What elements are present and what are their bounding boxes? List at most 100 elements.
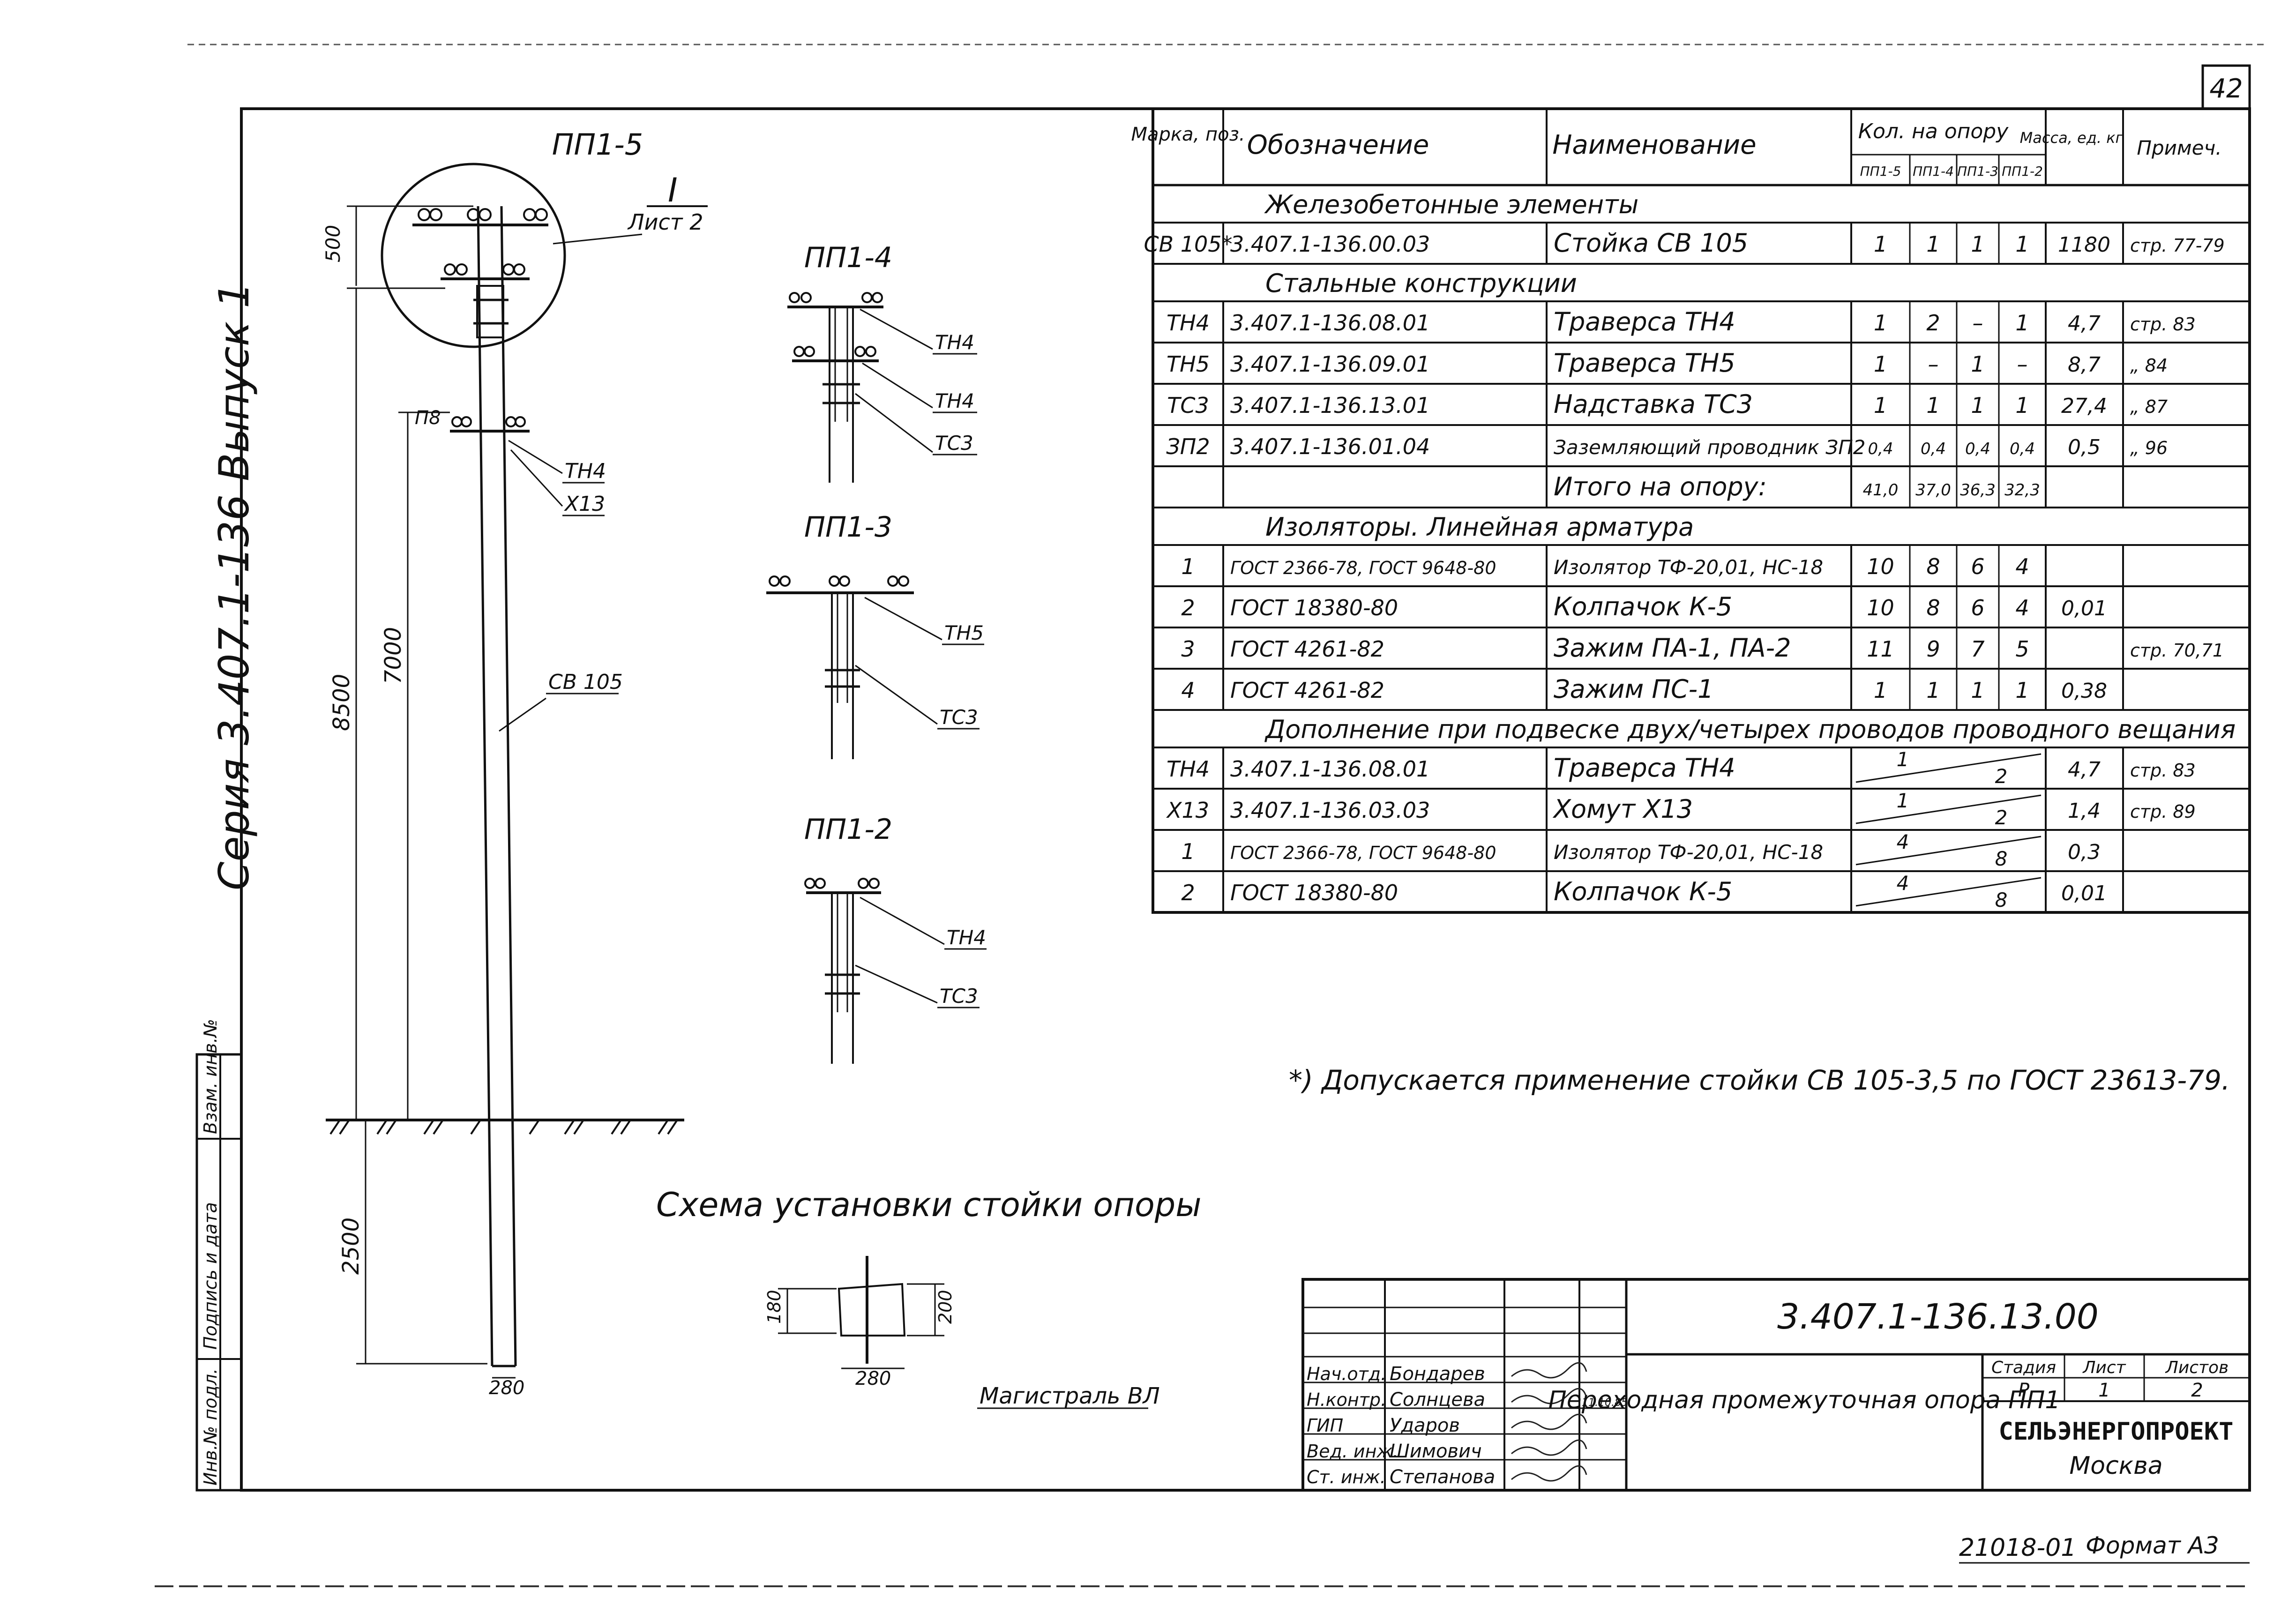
row-designation: 3.407.1-136.09.01 [1230,351,1430,377]
specification-table: Марка, поз. Обозначение Наименование Кол… [1131,107,2251,914]
row-name: Колпачок К-5 [1554,592,1732,621]
pp1-4-label-tc3: ТС3 [935,432,973,455]
row-qty: 8 [1926,554,1940,579]
left-stamp: Инв.№ подл. Подпись и дата Взам. инв.№ [195,1019,243,1492]
row-name: Хомут Х13 [1552,794,1693,824]
pp1-4-title: ПП1-4 [804,241,892,274]
row-qty: 32,3 [2004,481,2040,500]
row-qty: 1 [1874,393,1887,418]
row-name: Траверса ТН4 [1554,753,1735,783]
row-mark: Х13 [1166,798,1209,823]
scheme-dim-180: 180 [764,1290,785,1324]
doc-code: 3.407.1-136.13.00 [1777,1297,2099,1337]
org-name: СЕЛЬЭНЕРГОПРОЕКТ [1999,1418,2234,1446]
scheme-title: Схема установки стойки опоры [656,1186,1202,1224]
row-qty: 7 [1971,636,1984,662]
row-designation: 3.407.1-136.08.01 [1230,310,1430,336]
row-mark: ТС3 [1167,393,1209,418]
row-qty: 5 [2015,636,2029,662]
signature-mark [1511,1362,1587,1379]
sheet-value: 1 [2098,1380,2110,1401]
row-qty-numerator: 1 [1897,789,1909,812]
row-note: стр. 89 [2130,801,2196,822]
drawing-pp1-5: ПП1-5 I Лист 2 П8 ТН4 Х13 [322,127,708,1399]
row-mass: 0,01 [2061,881,2107,905]
hdr-name: Наименование [1552,130,1756,160]
row-name: Изолятор ТФ-20,01, НС-18 [1554,556,1823,579]
signer-name: Солнцева [1390,1389,1485,1411]
stage-value: Р [2018,1380,2030,1401]
row-designation: 3.407.1-136.13.01 [1230,393,1430,418]
row-mass: 27,4 [2061,394,2107,418]
row-designation: 3.407.1-136.03.03 [1230,798,1430,823]
row-qty: – [1973,310,1983,336]
detail-circle [381,163,566,348]
row-name: Изолятор ТФ-20,01, НС-18 [1554,841,1823,864]
row-qty: 2 [1926,310,1940,336]
row-note: „ 84 [2130,355,2168,376]
row-name: Заземляющий проводник ЗП2 [1554,436,1866,459]
signature-mark [1511,1439,1587,1456]
row-qty: 4 [2015,554,2029,579]
pp1-3-title: ПП1-3 [804,511,892,544]
row-mass: 4,7 [2068,758,2101,782]
row-qty: – [1928,351,1939,377]
row-mark: 1 [1181,839,1195,864]
row-qty-numerator: 1 [1897,748,1909,771]
hdr-mark: Марка, поз. [1131,124,1245,145]
row-designation: ГОСТ 18380-80 [1230,595,1398,620]
hdr-mass: Масса, ед. кг [2020,129,2124,147]
row-qty: 1 [1874,351,1887,377]
row-mass: 0,5 [2068,435,2101,459]
row-designation: ГОСТ 4261-82 [1230,678,1384,703]
row-designation: ГОСТ 2366-78, ГОСТ 9648-80 [1230,843,1496,863]
dim-280: 280 [489,1377,524,1399]
row-name: Итого на опору: [1554,472,1767,501]
row-qty: 1 [1971,393,1984,418]
section-title: Дополнение при подвеске двух/четырех про… [1264,715,2236,744]
row-note: „ 87 [2130,396,2168,417]
row-qty: 9 [1926,636,1940,662]
row-qty: 1 [1926,231,1940,257]
row-designation: 3.407.1-136.00.03 [1230,231,1430,257]
signer-name: Степанова [1390,1466,1495,1488]
installation-scheme: Схема установки стойки опоры 180 200 280… [656,1186,1202,1409]
pp1-2-label-th4: ТН4 [947,926,986,949]
row-mass: 0,38 [2061,679,2107,703]
row-name: Стойка СВ 105 [1554,228,1748,258]
row-qty: 1 [1971,231,1984,257]
row-qty: 0,4 [2010,440,2035,458]
row-qty: 36,3 [1960,481,1996,500]
row-name: Траверса ТН4 [1554,307,1735,336]
drawing-pp1-3: ПП1-3 ТН5 ТС3 [766,511,984,759]
signer-date: 11.10.85 [1582,1397,1628,1409]
dim-500: 500 [322,225,344,262]
row-mass: 4,7 [2068,312,2101,336]
hdr-qty: Кол. на опору [1858,119,2009,143]
label-th4: ТН4 [565,459,606,483]
row-designation: ГОСТ 18380-80 [1230,880,1398,905]
signer-role: Вед. инж. [1307,1441,1399,1462]
section-title: Изоляторы. Линейная арматура [1265,512,1694,542]
signer-role: Н.контр. [1307,1389,1386,1410]
row-qty: 1 [1926,393,1940,418]
label-x13: Х13 [564,492,605,516]
signature-mark [1511,1465,1587,1482]
row-mass: 0,01 [2061,597,2107,620]
row-qty: 11 [1867,636,1894,662]
pp1-3-label-tc3: ТС3 [940,706,978,729]
row-mass: 0,3 [2068,840,2101,864]
pp1-5-title: ПП1-5 [552,127,643,162]
scheme-label: Магистраль ВЛ [980,1383,1160,1409]
stamp-signature-date: Подпись и дата [200,1202,221,1350]
bottom-format: Формат А3 [2086,1532,2219,1559]
sheets-label: Листов [2165,1358,2229,1377]
pp1-4-label-th4-bottom: ТН4 [935,389,974,412]
scheme-dim-200: 200 [935,1290,956,1324]
signer-role: Нач.отд. [1307,1364,1386,1384]
row-mark: 1 [1181,554,1195,579]
row-qty: 1 [2015,678,2029,703]
row-qty: 1 [1926,678,1940,703]
section-title: Стальные конструкции [1265,269,1577,298]
callout-number: I [668,171,678,209]
